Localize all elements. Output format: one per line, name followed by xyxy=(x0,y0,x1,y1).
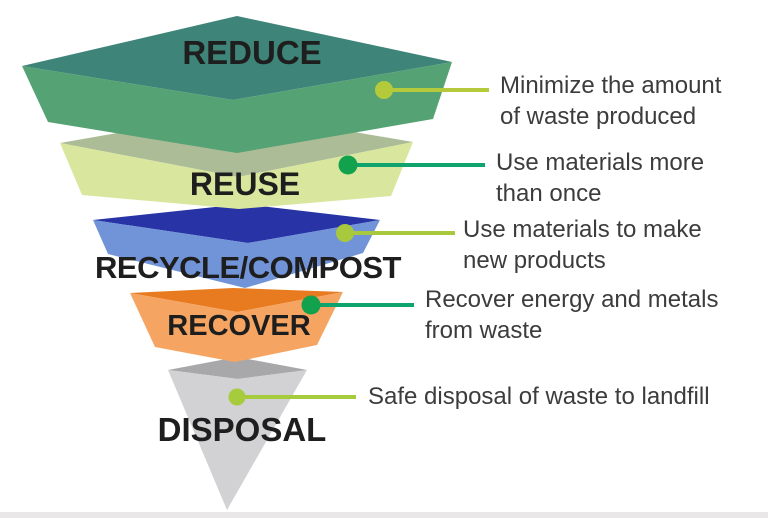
reuse-description-line-1: Use materials more xyxy=(496,149,705,176)
recycle-description-line-2: new products xyxy=(463,247,606,274)
reduce-description: Minimize the amount of waste produced xyxy=(500,70,721,132)
recover-callout-dot xyxy=(301,295,321,315)
reuse-description: Use materials more than once xyxy=(496,147,704,209)
callouts xyxy=(228,81,489,406)
reuse-label: REUSE xyxy=(189,166,301,202)
disposal-description: Safe disposal of waste to landfill xyxy=(368,381,710,412)
bottom-border-strip xyxy=(0,512,768,518)
reduce-callout-dot xyxy=(375,81,393,99)
reduce-label: REDUCE xyxy=(182,34,322,71)
recover-top-face xyxy=(130,288,343,312)
recycle-description-line-1: Use materials to make xyxy=(463,216,702,243)
layer-disposal-shape xyxy=(168,357,307,510)
disposal-label: DISPOSAL xyxy=(157,411,327,448)
reuse-callout-dot xyxy=(338,155,358,175)
recover-description: Recover energy and metals from waste xyxy=(425,284,718,346)
recycle-description: Use materials to make new products xyxy=(463,214,702,276)
recycle-callout-dot xyxy=(336,224,354,242)
reuse-front-face xyxy=(60,142,413,209)
recycle-top-face xyxy=(93,204,380,243)
recycle-label: RECYCLE/COMPOST xyxy=(95,250,401,285)
recover-label: RECOVER xyxy=(167,310,311,342)
disposal-description-line-1: Safe disposal of waste to landfill xyxy=(368,383,710,410)
reuse-description-line-2: than once xyxy=(496,180,602,207)
layer-reduce-shape xyxy=(22,16,452,153)
reduce-description-line-2: of waste produced xyxy=(500,103,697,130)
layer-recycle-shape xyxy=(93,204,380,288)
disposal-front-face xyxy=(168,370,307,510)
layer-recover-shape xyxy=(130,288,343,362)
recycle-front-face xyxy=(93,220,380,288)
recover-front-face xyxy=(130,292,343,362)
disposal-top-face xyxy=(168,357,307,379)
reduce-description-line-1: Minimize the amount xyxy=(500,72,722,99)
reduce-top-face xyxy=(22,16,452,100)
recover-description-line-2: from waste xyxy=(425,317,543,344)
recover-description-line-1: Recover energy and metals xyxy=(425,286,719,313)
disposal-callout-dot xyxy=(228,388,246,406)
reduce-front-face xyxy=(22,62,452,153)
